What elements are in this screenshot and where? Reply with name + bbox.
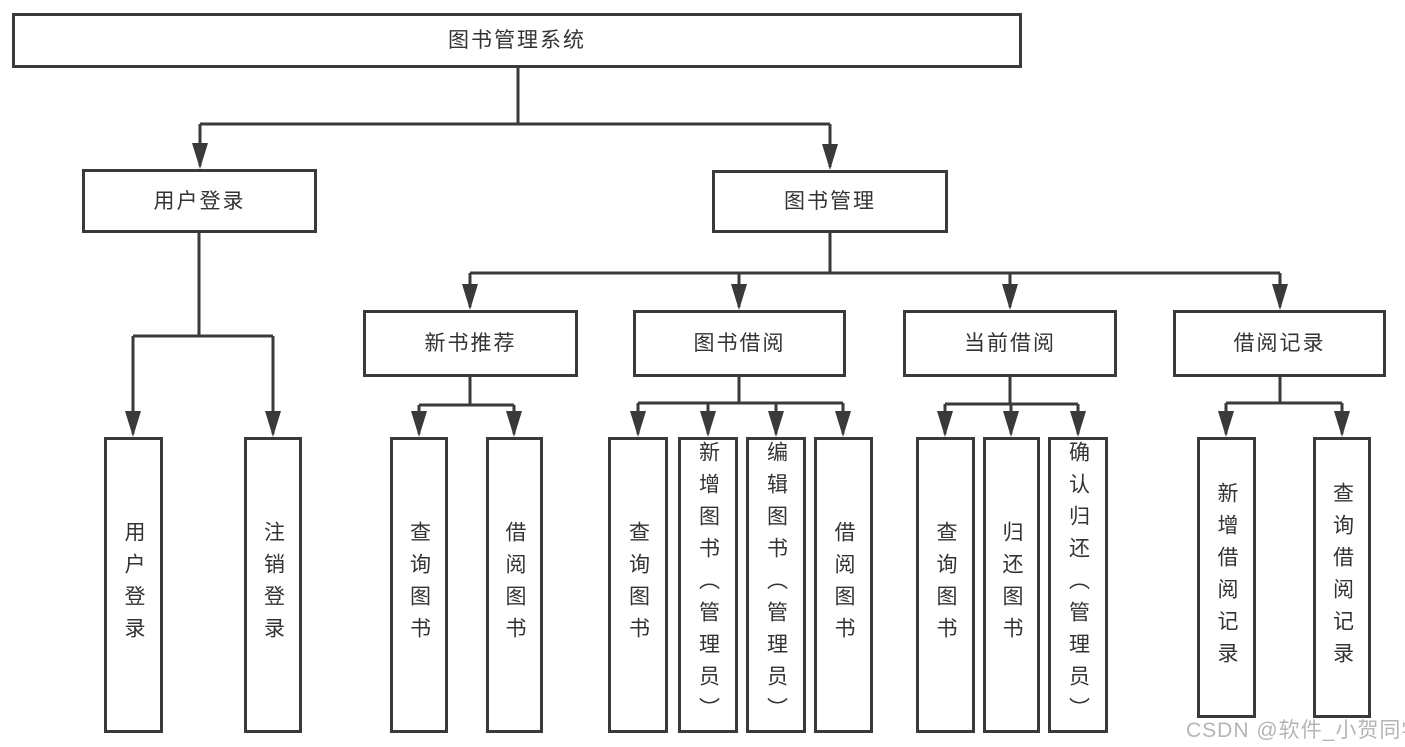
leaf-bb-edit-books-admin: 编辑图书（管理员） <box>746 437 806 733</box>
node-borrowing-records-label: 借阅记录 <box>1233 332 1326 355</box>
leaf-bb-borrow-books-label: 借阅图书 <box>832 521 855 649</box>
leaf-br-add-record-label: 新增借阅记录 <box>1215 481 1238 674</box>
node-book-borrowing: 图书借阅 <box>633 310 846 377</box>
node-user-login: 用户登录 <box>82 169 317 233</box>
leaf-bb-query-books-label: 查询图书 <box>626 521 650 649</box>
node-current-borrowing-label: 当前借阅 <box>964 332 1056 355</box>
leaf-br-query-record-label: 查询借阅记录 <box>1330 481 1354 674</box>
node-book-management-system: 图书管理系统 <box>12 13 1022 68</box>
leaf-cb-confirm-return-admin-label: 确认归还（管理员） <box>1066 441 1090 729</box>
leaf-user-login: 用户登录 <box>104 437 163 733</box>
node-book-management-label: 图书管理 <box>784 190 876 213</box>
leaf-logout: 注销登录 <box>244 437 302 733</box>
leaf-nbr-query-books: 查询图书 <box>390 437 448 733</box>
leaf-cb-return-books-label: 归还图书 <box>1000 521 1023 649</box>
leaf-nbr-borrow-books: 借阅图书 <box>486 437 543 733</box>
node-new-book-recommendation-label: 新书推荐 <box>424 332 517 355</box>
leaf-cb-return-books: 归还图书 <box>983 437 1040 733</box>
node-new-book-recommendation: 新书推荐 <box>363 310 578 377</box>
leaf-cb-confirm-return-admin: 确认归还（管理员） <box>1048 437 1108 733</box>
leaf-nbr-query-books-label: 查询图书 <box>407 521 431 649</box>
leaf-br-query-record: 查询借阅记录 <box>1313 437 1371 718</box>
leaf-bb-edit-books-admin-label: 编辑图书（管理员） <box>764 441 788 729</box>
csdn-watermark: CSDN @软件_小贺同学 <box>1186 719 1405 742</box>
leaf-bb-add-books-admin-label: 新增图书（管理员） <box>696 441 720 729</box>
leaf-br-add-record: 新增借阅记录 <box>1197 437 1256 718</box>
leaf-logout-label: 注销登录 <box>261 521 285 649</box>
leaf-user-login-label: 用户登录 <box>122 521 145 649</box>
leaf-cb-query-books: 查询图书 <box>916 437 975 733</box>
node-book-borrowing-label: 图书借阅 <box>693 332 786 355</box>
leaf-bb-add-books-admin: 新增图书（管理员） <box>678 437 738 733</box>
leaf-nbr-borrow-books-label: 借阅图书 <box>503 521 526 649</box>
node-book-management: 图书管理 <box>712 170 948 233</box>
node-current-borrowing: 当前借阅 <box>903 310 1117 377</box>
leaf-cb-query-books-label: 查询图书 <box>934 521 957 649</box>
leaf-bb-borrow-books: 借阅图书 <box>814 437 873 733</box>
leaf-bb-query-books: 查询图书 <box>608 437 668 733</box>
node-book-management-system-label: 图书管理系统 <box>448 29 586 52</box>
node-user-login-label: 用户登录 <box>153 189 246 213</box>
node-borrowing-records: 借阅记录 <box>1173 310 1386 377</box>
